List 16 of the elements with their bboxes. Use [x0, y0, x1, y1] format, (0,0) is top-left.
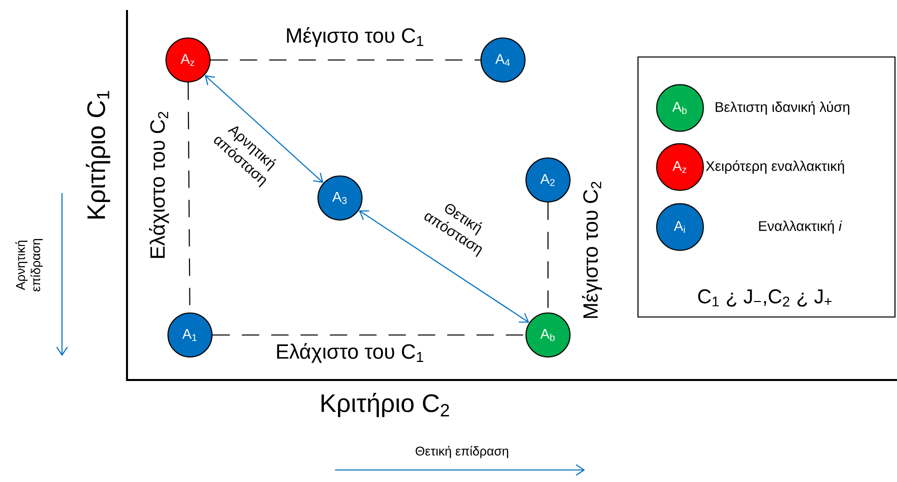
legend-text: Χειρότερη εναλλακτική — [706, 160, 844, 174]
direction-label: Θετική επίδραση — [416, 446, 508, 458]
legend-text: Εναλλακτική i — [759, 220, 842, 234]
edge-label: Ελάχιστο του C$_{1}$ — [274, 342, 426, 364]
legend-formula: C$_{1}$ ¿ J$_{−}$,C$_{2}$ ¿ J$_{+}$ — [698, 289, 832, 307]
arrow — [204, 75, 324, 183]
connector-line — [212, 334, 526, 336]
arrow — [358, 210, 530, 323]
edge-label: Μέγιστο του C$_{1}$ — [284, 26, 426, 48]
edge-label: Μέγιστο του C$_{2}$ — [580, 179, 604, 321]
axis-title: Κριτήριο C$_{2}$ — [322, 392, 449, 418]
axis-title: Κριτήριο C$_{1}$ — [86, 91, 110, 218]
edge-label: Ελάχιστο του C$_{2}$ — [148, 109, 170, 261]
legend-text: Βελτιστη ιδανική λύση — [716, 101, 850, 115]
connector-line — [210, 59, 480, 61]
direction-label: Αρνητική επίδραση — [15, 238, 43, 292]
